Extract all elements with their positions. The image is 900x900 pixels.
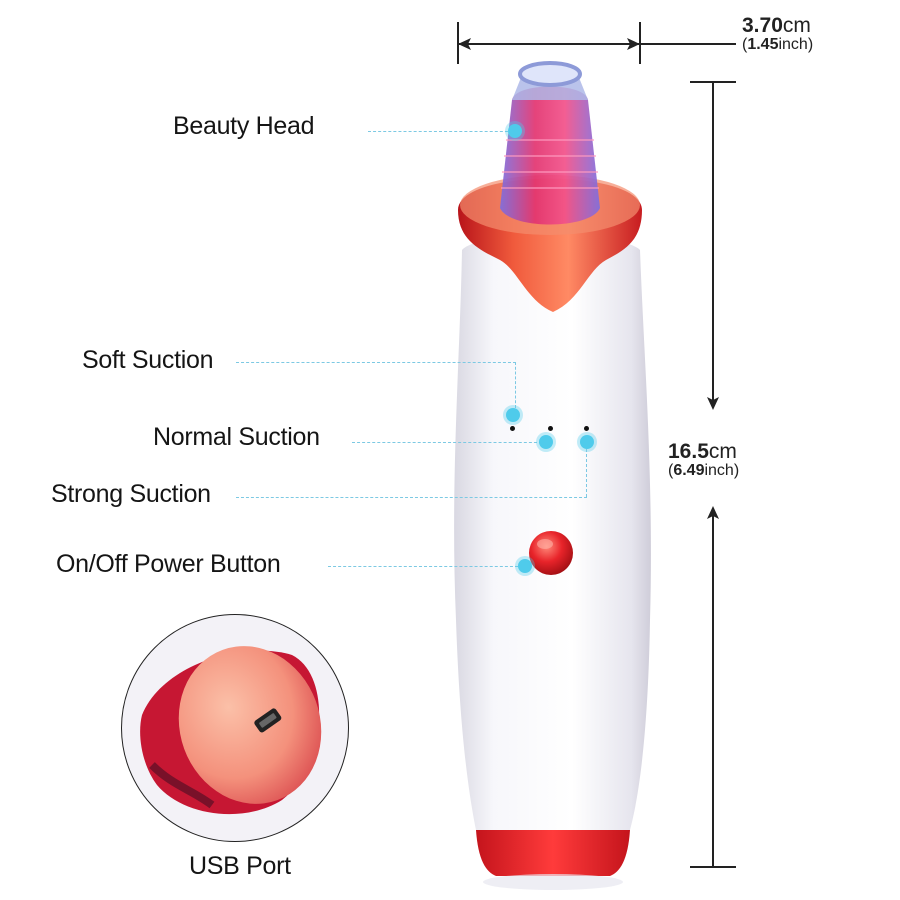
- normal-suction-label: Normal Suction: [153, 423, 320, 451]
- beauty-head-leader: [368, 131, 513, 132]
- height-cm-unit: cm: [708, 440, 737, 463]
- beauty-head-label: Beauty Head: [173, 112, 315, 140]
- beauty-head-marker: [508, 124, 522, 138]
- indicator-normal: [548, 426, 553, 431]
- soft-suction-leader-drop: [515, 362, 516, 408]
- height-dimension-lower-line: [712, 510, 714, 866]
- soft-suction-label: Soft Suction: [82, 346, 214, 374]
- usb-port-label: USB Port: [189, 852, 291, 880]
- normal-suction-marker: [539, 435, 553, 449]
- width-inch-unit: inch): [778, 36, 814, 53]
- height-inch-open: (: [668, 462, 674, 479]
- width-dimension-left-tick: [457, 22, 459, 64]
- strong-suction-marker: [580, 435, 594, 449]
- indicator-strong: [584, 426, 589, 431]
- height-dimension-label: 16.5cm (6.49inch): [668, 440, 778, 480]
- power-button-label: On/Off Power Button: [56, 550, 281, 578]
- soft-suction-leader: [236, 362, 516, 363]
- normal-suction-leader: [352, 442, 542, 443]
- indicator-soft: [510, 426, 515, 431]
- strong-suction-label: Strong Suction: [51, 480, 211, 508]
- usb-port-inset: [121, 614, 349, 842]
- power-button-marker: [518, 559, 532, 573]
- width-dimension-label: 3.70cm (1.45inch): [742, 14, 842, 54]
- width-cm-unit: cm: [782, 14, 811, 37]
- strong-suction-leader: [236, 497, 587, 498]
- height-cm-value: 16.5: [668, 440, 709, 463]
- height-inch-value: 6.49: [673, 462, 705, 479]
- width-cm-value: 3.70: [742, 14, 783, 37]
- height-dimension-bottom-tick: [690, 866, 736, 868]
- blackhead-remover-device: [454, 61, 651, 890]
- height-inch-unit: inch): [704, 462, 740, 479]
- soft-suction-marker: [506, 408, 520, 422]
- arrow-right-icon: [627, 38, 640, 50]
- width-inch-open: (: [742, 36, 748, 53]
- usb-port-closeup: [140, 646, 322, 815]
- power-button-leader: [328, 566, 518, 567]
- width-inch-value: 1.45: [747, 36, 779, 53]
- arrow-left-icon: [458, 38, 471, 50]
- width-dimension-line: [458, 43, 736, 45]
- strong-suction-leader-rise: [586, 449, 587, 497]
- arrow-down-icon: [707, 397, 719, 410]
- height-dimension-upper-line: [712, 81, 714, 407]
